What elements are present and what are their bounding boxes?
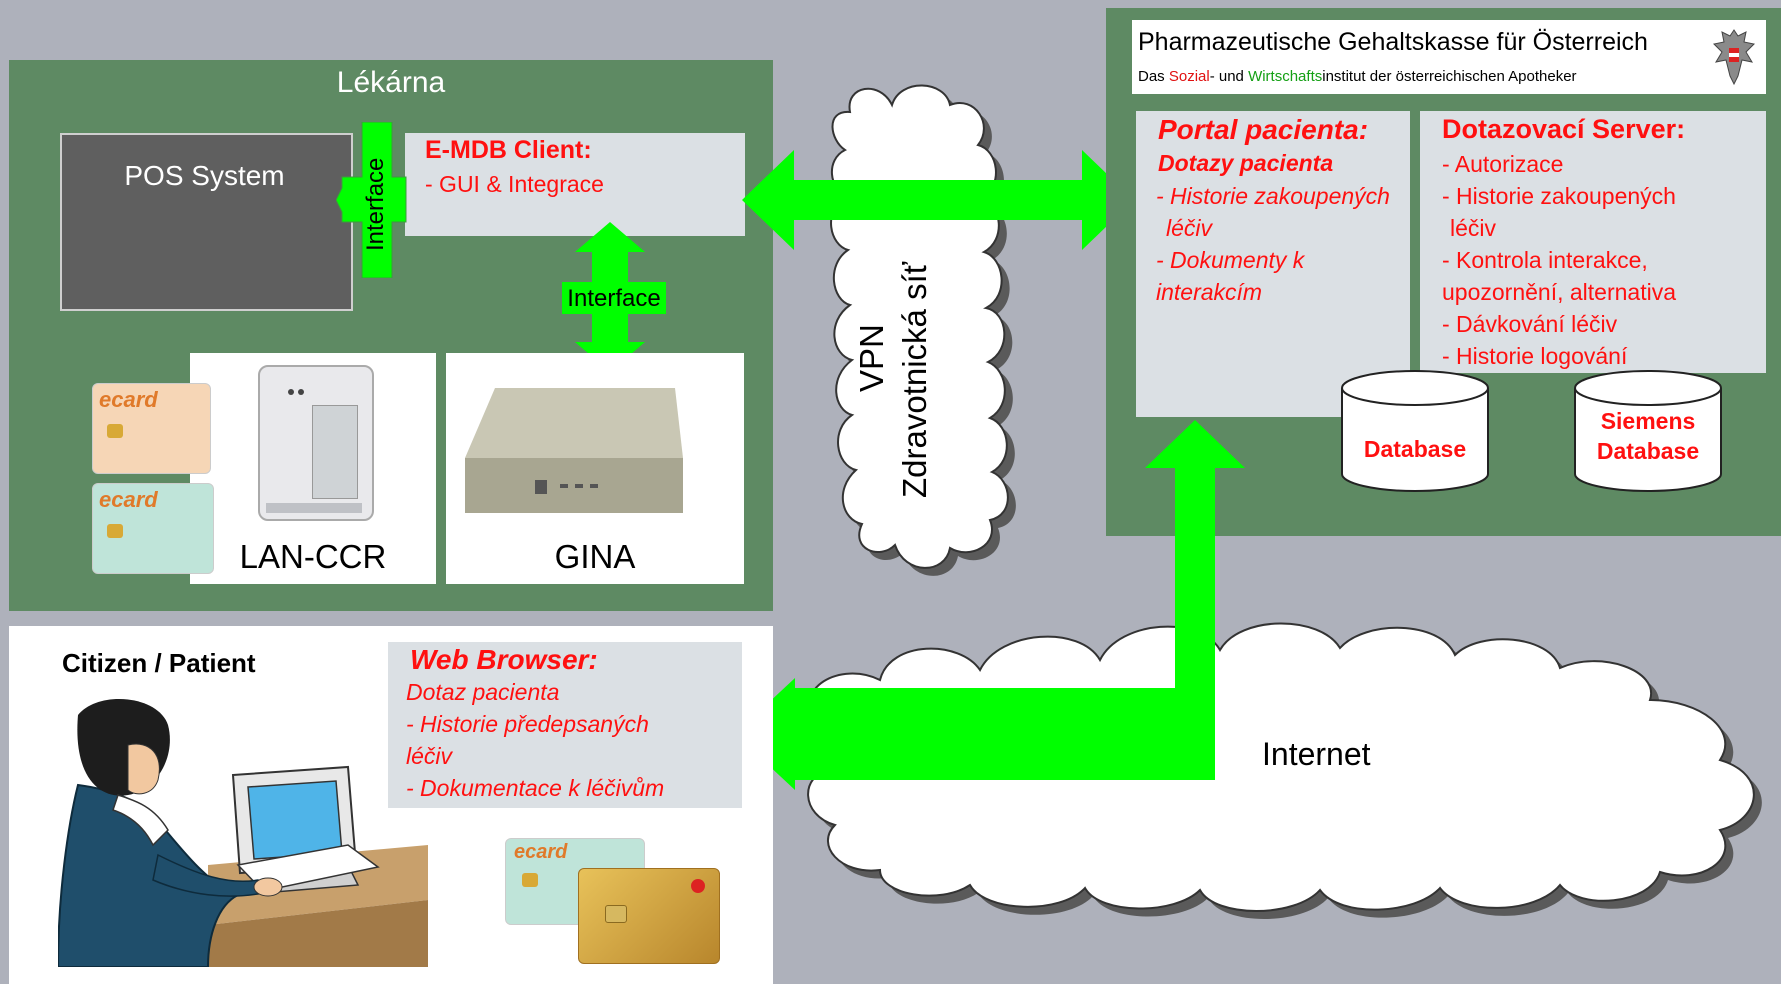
pos-emdb-arrow [336,122,407,278]
web-browser-box [388,642,742,808]
portal-pacienta-box [1136,111,1410,417]
database-cylinder [1341,370,1489,492]
browser-item: léčiv [406,743,453,769]
query-server-box [1420,111,1766,373]
pos-system-label: POS System [124,160,285,191]
server-title: Dotazovací Server: [1442,114,1686,144]
austria-eagle-icon [1712,29,1756,86]
ecard-green: ecard [92,483,214,574]
emdb-client-item: - GUI & Integrace [425,171,604,197]
browser-item: Dotaz pacienta [406,679,560,705]
interface-label-vertical: Interface [362,158,389,251]
browser-item: - Historie předepsaných [406,711,649,737]
vpn-arrow [742,150,1134,250]
server-item: upozornění, alternativa [1442,279,1676,305]
portal-subtitle: Dotazy pacienta [1158,150,1334,176]
server-item: - Dávkování léčiv [1442,311,1618,337]
pgo-name: Pharmazeutische Gehaltskasse für Österre… [1138,28,1648,56]
internet-label: Internet [1262,736,1371,772]
siemens-database-label: Siemens Database [1596,408,1700,464]
portal-item: - Historie zakoupených [1156,183,1390,209]
vpn-label: VPN [848,324,896,392]
server-item: - Autorizace [1442,151,1564,177]
database-label: Database [1363,436,1467,462]
internet-arrow [735,420,1245,790]
emdb-client-box [405,133,745,236]
server-item: - Historie zakoupených [1442,183,1676,209]
pgo-subtitle: Das Sozial- und Wirtschaftsinstitut der … [1138,68,1577,85]
server-items: - Autorizace - Historie zakoupených léči… [1442,148,1676,372]
browser-items: Dotaz pacienta - Historie předepsaných l… [406,676,664,804]
pgo-header [1132,20,1766,94]
server-item: - Kontrola interakce, [1442,247,1648,273]
interface-label-box [562,282,666,314]
lan-ccr-label: LAN-CCR [239,538,387,575]
ecard-orange: ecard [92,383,211,474]
portal-item: léčiv [1166,215,1213,241]
gina-device-image [465,388,683,523]
pharmacy-title: Lékárna [336,66,446,99]
gold-bank-card [578,868,720,964]
portal-item: - Dokumenty k [1156,247,1305,273]
server-item: - Historie logování [1442,343,1628,369]
interface-label-horizontal: Interface [567,285,661,312]
portal-title: Portal pacienta: [1158,114,1369,145]
portal-item: interakcím [1156,279,1263,305]
patient-illustration [58,698,428,967]
siemens-database-cylinder [1574,370,1722,492]
pos-system-box [60,133,353,311]
portal-items: - Historie zakoupených léčiv - Dokumenty… [1156,180,1390,308]
browser-title: Web Browser: [410,644,598,675]
card-reader-image [258,365,374,521]
gina-label: GINA [554,538,636,575]
server-item: léčiv [1450,215,1497,241]
citizen-label: Citizen / Patient [62,648,256,678]
browser-item: - Dokumentace k léčivům [406,775,665,801]
emdb-client-title: E-MDB Client: [425,136,592,164]
vpn-label-line1: VPN [853,324,890,392]
